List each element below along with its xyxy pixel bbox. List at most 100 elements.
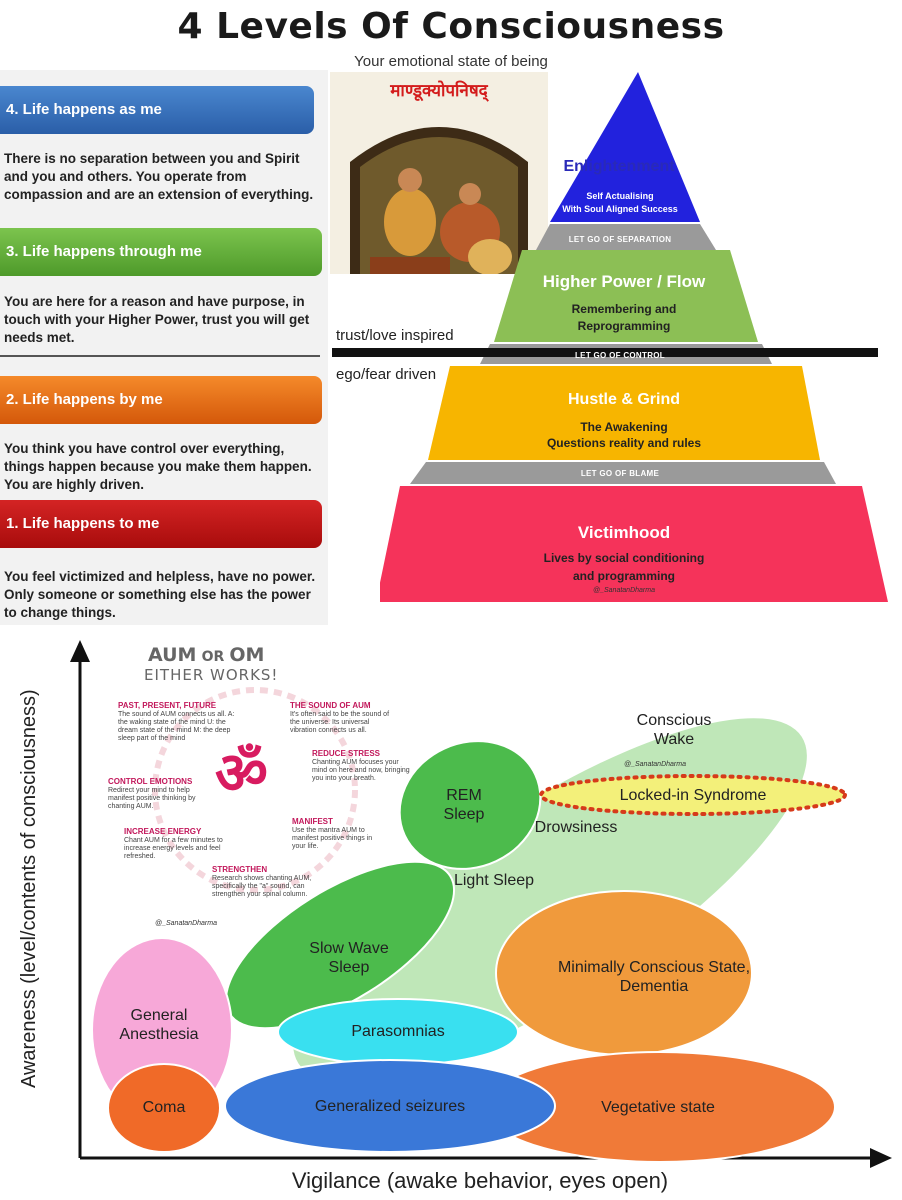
trust-ego-divider (332, 348, 878, 357)
anesthesia-label-2: Anesthesia (119, 1026, 199, 1043)
aum-word: AUM (148, 644, 197, 666)
om-symbol: ॐ (215, 741, 268, 806)
aum-item-sound-body: It's often said to be the sound of the u… (290, 711, 390, 734)
tier-enlightenment-title: Enlightenment (563, 158, 675, 175)
parasomnias-label: Parasomnias (351, 1023, 445, 1040)
tier-enlightenment-sub1: Self Actualising (586, 191, 654, 201)
anesthesia-label-1: General (130, 1007, 188, 1024)
tier-victimhood-shape (380, 486, 888, 602)
aum-item-manifest-head: MANIFEST (292, 817, 333, 826)
aum-or: OR (201, 649, 225, 665)
tier-victimhood-sub1: Lives by social conditioning (543, 551, 705, 565)
level-3-heading: 3. Life happens through me (0, 228, 322, 276)
ego-label: ego/fear driven (336, 366, 437, 383)
states-diagram (70, 640, 892, 1168)
tier-enlightenment-sub2: With Soul Aligned Success (562, 204, 678, 214)
letgo-blame: LET GO OF BLAME (580, 469, 660, 478)
aum-item-strengthen-head: STRENGTHEN (212, 865, 268, 874)
y-axis-label: Awareness (level/contents of consciousne… (18, 689, 40, 1088)
level-4-text: There is no separation between you and S… (4, 151, 314, 202)
mandala-decoration (152, 687, 358, 893)
locked-in-label: Locked-in Syndrome (619, 787, 767, 804)
tier-higher-power-title: Higher Power / Flow (542, 272, 706, 291)
seizures-label: Generalized seizures (314, 1098, 466, 1115)
conscious-wake-label-2: Wake (653, 731, 695, 748)
upanishad-painting: माण्डूक्योपनिषद् (330, 72, 548, 274)
aum-item-past-head: PAST, PRESENT, FUTURE (118, 701, 217, 710)
aum-watermark: @_SanatanDharma (155, 920, 217, 927)
slow-wave-label-1: Slow Wave (309, 940, 389, 957)
level-1-heading: 1. Life happens to me (0, 500, 322, 548)
mcs-label: Minimally Conscious State, Dementia (514, 958, 794, 996)
aum-item-stress-head: REDUCE STRESS (312, 749, 381, 758)
tier-higher-power-shape (494, 250, 758, 342)
aum-item-past-body: The sound of AUM connects us all. A: the… (118, 711, 235, 742)
letgo-control: LET GO OF CONTROL (575, 351, 665, 360)
aum-subtitle: EITHER WORKS! (144, 666, 279, 684)
states-watermark: @_SanatanDharma (624, 761, 686, 768)
coma-blob (107, 1063, 221, 1153)
aum-item-sound-head: THE SOUND OF AUM (290, 701, 371, 710)
tier-victimhood-sub2: and programming (572, 569, 675, 583)
locked-in-blob (539, 774, 847, 816)
coma-label: Coma (142, 1099, 186, 1116)
light-sleep-label: Light Sleep (453, 872, 535, 889)
trust-label: trust/love inspired (336, 327, 454, 344)
slow-wave-label: Slow Wave Sleep (294, 939, 404, 977)
letgo-blame-band (410, 462, 836, 484)
tier-enlightenment-shape (550, 72, 700, 222)
letgo-separation-band (536, 224, 716, 250)
level-4-heading: 4. Life happens as me (0, 86, 314, 134)
aum-item-energy-body: Chant AUM for a few minutes to increase … (124, 837, 223, 860)
anesthesia-label: General Anesthesia (104, 1006, 214, 1044)
aum-item-strengthen-body: Research shows chanting AUM, specificall… (212, 875, 312, 898)
aum-title: AUM OR OM (148, 644, 264, 666)
aum-item-emotions-head: CONTROL EMOTIONS (108, 777, 193, 786)
aum-item-manifest-body: Use the mantra AUM to manifest positive … (292, 827, 373, 850)
vegetative-label: Vegetative state (601, 1099, 715, 1116)
rem-label: REM Sleep (424, 786, 504, 824)
level-3-text: You are here for a reason and have purpo… (4, 294, 310, 345)
aum-item-emotions-body: Redirect your mind to help manifest posi… (108, 787, 196, 810)
painting-caption: माण्डूक्योपनिषद् (390, 81, 488, 101)
conscious-wake-label: Conscious Wake (614, 711, 734, 749)
tier-victimhood-title: Victimhood (577, 523, 671, 542)
aum-om: OM (229, 644, 265, 666)
tier-hustle-title: Hustle & Grind (567, 391, 680, 408)
rem-label-1: REM (446, 787, 482, 804)
divider (0, 355, 320, 357)
tier-enlightenment-sub: Self Actualising With Soul Aligned Succe… (540, 190, 700, 216)
tier-hustle-sub1: The Awakening (580, 420, 668, 434)
letgo-separation: LET GO OF SEPARATION (568, 235, 672, 244)
pyramid-watermark: @_SanatanDharma (593, 587, 655, 594)
drowsiness-label: Drowsiness (534, 819, 618, 836)
mcs-label-2: Dementia (619, 978, 689, 995)
x-axis-label: Vigilance (awake behavior, eyes open) (291, 1168, 669, 1193)
consciousness-pyramid (380, 72, 888, 602)
slow-wave-label-2: Sleep (328, 959, 370, 976)
aum-item-energy-head: INCREASE ENERGY (124, 827, 202, 836)
y-axis-arrow (70, 640, 90, 662)
mcs-label-1: Minimally Conscious State, (557, 959, 751, 976)
tier-higher-power-sub1: Remembering and (571, 302, 677, 316)
page-title: 4 Levels Of Consciousness (177, 6, 725, 47)
conscious-wake-label-1: Conscious (636, 712, 712, 729)
rem-blob (398, 740, 542, 870)
page-subtitle: Your emotional state of being (354, 53, 548, 70)
tier-higher-power-sub2: Reprogramming (577, 319, 671, 333)
level-1-text: You feel victimized and helpless, have n… (4, 569, 316, 620)
level-2-text: You think you have control over everythi… (4, 441, 312, 492)
rem-label-2: Sleep (443, 806, 485, 823)
level-2-heading: 2. Life happens by me (0, 376, 322, 424)
tier-hustle-shape (428, 366, 820, 460)
x-axis-arrow (870, 1148, 892, 1168)
seizures-blob (224, 1059, 556, 1153)
aum-item-stress-body: Chanting AUM focuses your mind on here a… (312, 759, 410, 782)
